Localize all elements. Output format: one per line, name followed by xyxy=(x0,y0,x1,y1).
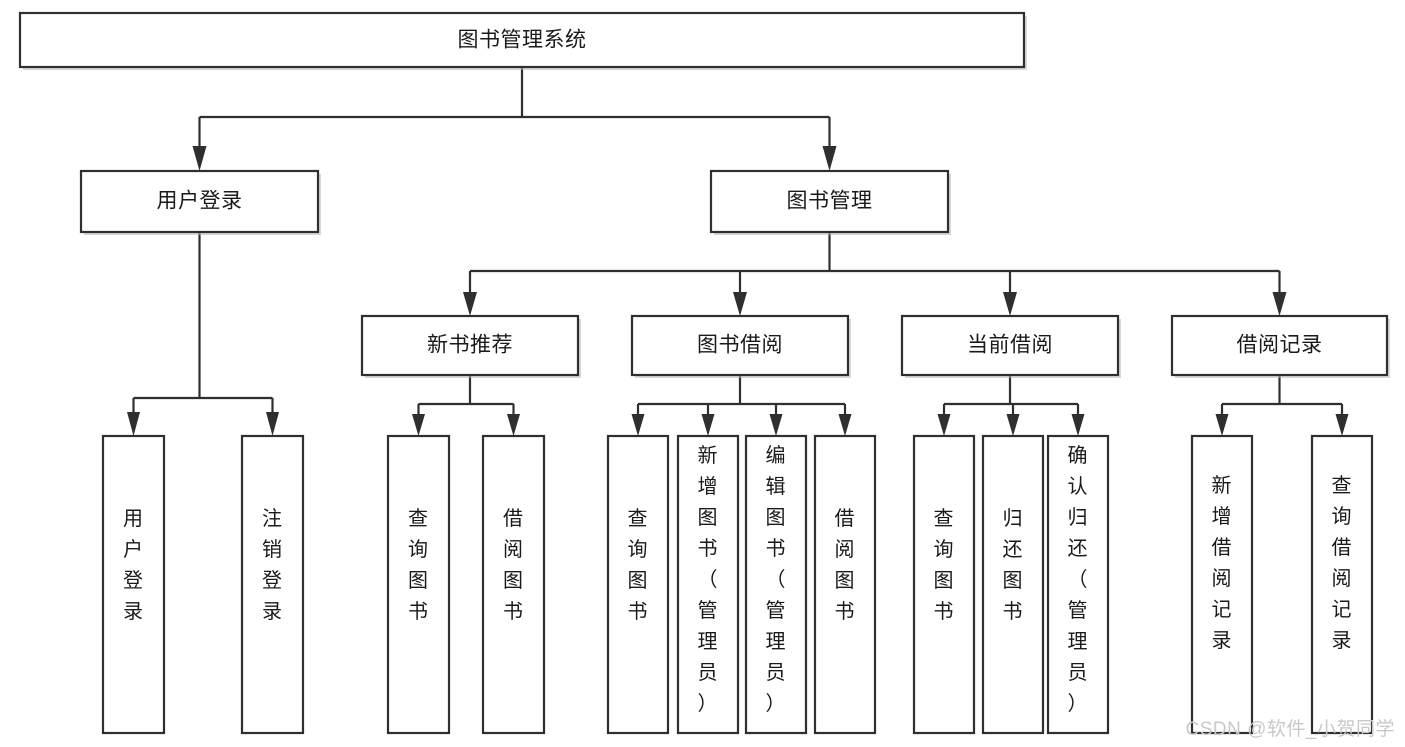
node-box xyxy=(240,434,305,735)
node-box xyxy=(744,434,808,735)
connector-borrowrecord-to-leaves xyxy=(1215,375,1349,436)
node-label: 归还图书 xyxy=(1003,507,1024,623)
arrow-head-icon xyxy=(507,414,520,436)
node-box xyxy=(386,434,451,735)
arrow-head-icon xyxy=(631,414,645,436)
leaf-return-book[interactable]: 归还图书 xyxy=(981,434,1045,735)
node-box xyxy=(101,434,166,735)
node-label: 用户登录 xyxy=(123,508,144,623)
arrow-head-icon xyxy=(822,146,837,171)
arrow-head-icon xyxy=(463,292,477,316)
node-box xyxy=(813,434,877,735)
connector-bookmanage-to-level3 xyxy=(463,232,1287,316)
arrow-head-icon xyxy=(1215,414,1229,436)
node-box xyxy=(630,314,850,377)
arrow-head-icon xyxy=(266,412,279,436)
node-label: 借阅记录 xyxy=(1237,334,1323,357)
node-root[interactable]: 图书管理系统 xyxy=(18,11,1027,70)
node-box xyxy=(606,434,670,735)
node-label: 新增借阅记录 xyxy=(1212,474,1233,652)
node-box xyxy=(1190,434,1254,735)
node-user-login[interactable]: 用户登录 xyxy=(79,169,321,235)
arrow-head-icon xyxy=(127,412,140,436)
leaf-query-book-borrow[interactable]: 查询图书 xyxy=(606,434,670,735)
node-label: 图书管理系统 xyxy=(458,29,587,52)
node-label: 查询借阅记录 xyxy=(1332,474,1353,652)
leaf-query-book-current[interactable]: 查询图书 xyxy=(912,434,976,735)
arrow-head-icon xyxy=(733,292,747,316)
node-box xyxy=(676,434,740,735)
node-box xyxy=(1170,314,1389,377)
node-box xyxy=(981,434,1045,735)
arrow-head-icon xyxy=(937,414,951,436)
arrow-head-icon xyxy=(192,146,207,171)
node-label: 当前借阅 xyxy=(967,334,1053,357)
arrow-head-icon xyxy=(838,414,852,436)
leaf-query-book-rec[interactable]: 查询图书 xyxy=(386,434,451,735)
node-box xyxy=(481,434,546,735)
leaf-query-borrow-record[interactable]: 查询借阅记录 xyxy=(1310,434,1374,735)
node-label: 图书管理 xyxy=(787,190,873,213)
arrow-head-icon xyxy=(701,414,715,436)
node-label: 用户登录 xyxy=(157,190,243,213)
connector-currentborrow-to-leaves xyxy=(937,375,1085,436)
watermark-label: CSDN @软件_小贺同学 xyxy=(1185,719,1395,740)
connector-bookborrow-to-leaves xyxy=(631,375,852,436)
leaf-add-borrow-record[interactable]: 新增借阅记录 xyxy=(1190,434,1254,735)
node-label: 编辑图书（管理员） xyxy=(766,444,787,715)
node-label: 确认归还（管理员） xyxy=(1068,444,1089,715)
arrow-head-icon xyxy=(1335,414,1349,436)
node-label: 借阅图书 xyxy=(503,507,524,623)
connector-userlogin-to-leaves xyxy=(127,232,279,436)
leaf-edit-book-admin[interactable]: 编辑图书（管理员） xyxy=(744,434,808,735)
node-box xyxy=(900,314,1120,377)
arrow-head-icon xyxy=(769,414,783,436)
node-book-borrow[interactable]: 图书借阅 xyxy=(630,314,851,378)
node-label: 查询图书 xyxy=(628,507,649,623)
node-label: 新增图书（管理员） xyxy=(698,444,719,715)
node-label: 新书推荐 xyxy=(427,334,513,357)
leaf-borrow-book[interactable]: 借阅图书 xyxy=(813,434,877,735)
connector-root-to-level2 xyxy=(192,67,837,171)
node-box xyxy=(360,314,580,377)
arrow-head-icon xyxy=(1003,292,1017,316)
node-box xyxy=(912,434,976,735)
node-box xyxy=(18,11,1026,69)
node-box xyxy=(709,169,950,234)
node-label: 注销登录 xyxy=(262,507,283,623)
connector-newbook-to-leaves xyxy=(412,375,520,436)
node-label: 查询图书 xyxy=(934,507,955,623)
arrow-head-icon xyxy=(1071,414,1085,436)
arrow-head-icon xyxy=(1272,292,1287,316)
arrow-head-icon xyxy=(412,414,425,436)
leaf-logout[interactable]: 注销登录 xyxy=(240,434,305,735)
leaf-borrow-book-rec[interactable]: 借阅图书 xyxy=(481,434,546,735)
node-label: 图书借阅 xyxy=(697,334,783,357)
node-box xyxy=(1310,434,1374,735)
node-new-book-recommend[interactable]: 新书推荐 xyxy=(360,314,581,378)
node-current-borrow[interactable]: 当前借阅 xyxy=(900,314,1121,378)
node-label: 查询图书 xyxy=(408,507,429,623)
arrow-head-icon xyxy=(1006,414,1020,436)
node-borrow-record[interactable]: 借阅记录 xyxy=(1170,314,1390,378)
node-label: 借阅图书 xyxy=(835,507,856,623)
leaf-confirm-return-admin[interactable]: 确认归还（管理员） xyxy=(1046,434,1110,735)
node-box xyxy=(1046,434,1110,735)
leaf-add-book-admin[interactable]: 新增图书（管理员） xyxy=(676,434,740,735)
node-box xyxy=(79,169,320,234)
leaf-user-login[interactable]: 用户登录 xyxy=(101,434,166,735)
node-book-manage[interactable]: 图书管理 xyxy=(709,169,951,235)
